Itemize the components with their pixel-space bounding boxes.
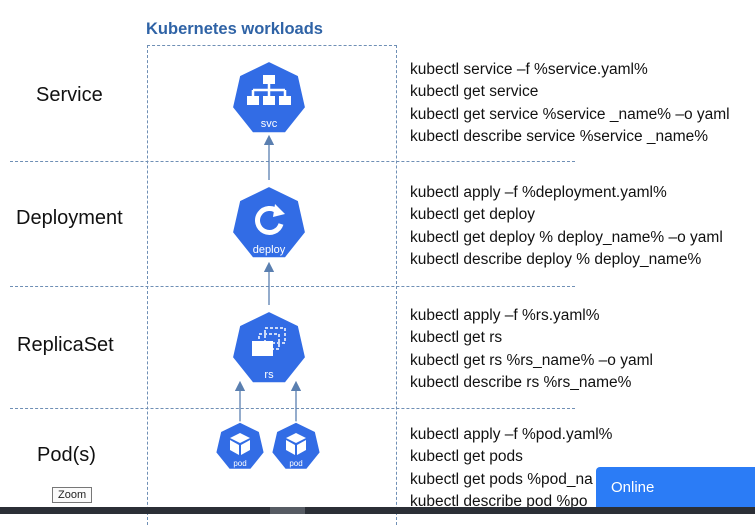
svg-text:deploy: deploy — [253, 244, 286, 256]
scrollbar-thumb[interactable] — [270, 507, 305, 514]
svg-text:svc: svc — [261, 118, 278, 130]
command-line: kubectl get pods — [410, 448, 523, 466]
command-line: kubectl get rs — [410, 329, 503, 347]
row-divider — [10, 408, 575, 409]
command-line: kubectl describe rs %rs_name% — [410, 373, 632, 391]
deploy-icon: deploy — [230, 184, 308, 260]
replicaset-commands: kubectl apply –f %rs.yaml% kubectl get r… — [410, 305, 653, 394]
command-line: kubectl describe deploy % deploy_name% — [410, 250, 702, 268]
command-line: kubectl get deploy — [410, 206, 535, 224]
command-line: kubectl apply –f %rs.yaml% — [410, 307, 600, 324]
command-line: kubectl describe service %service _name% — [410, 127, 709, 145]
horizontal-scrollbar[interactable] — [0, 507, 755, 514]
deployment-commands: kubectl apply –f %deployment.yaml% kubec… — [410, 182, 723, 271]
pod-icon: pod — [214, 421, 266, 471]
command-line: kubectl describe pod %po — [410, 492, 588, 510]
svg-text:pod: pod — [289, 459, 302, 468]
zoom-button[interactable]: Zoom — [52, 487, 93, 503]
row-label-replicaset: ReplicaSet — [17, 334, 114, 356]
row-label-service: Service — [36, 84, 103, 106]
command-line: kubectl get service %service _name% –o y… — [410, 105, 730, 123]
online-chat-button[interactable]: Online — [596, 467, 755, 514]
command-line: kubectl apply –f %deployment.yaml% — [410, 184, 667, 201]
command-line: kubectl apply –f %pod.yaml% — [410, 426, 613, 443]
pod-commands: kubectl apply –f %pod.yaml% kubectl get … — [410, 424, 612, 513]
replicaset-icon: rs — [230, 309, 308, 385]
row-label-pods: Pod(s) — [37, 444, 96, 466]
row-divider — [10, 286, 575, 287]
command-line: kubectl get service — [410, 83, 539, 101]
row-divider — [10, 161, 575, 162]
service-commands: kubectl service –f %service.yaml% kubect… — [410, 59, 730, 148]
pod-icon: pod — [270, 421, 322, 471]
command-line: kubectl get rs %rs_name% –o yaml — [410, 351, 653, 369]
svg-text:rs: rs — [264, 369, 274, 381]
workload-diagram: svc deploy rs pod pod — [214, 59, 322, 471]
diagram-title: Kubernetes workloads — [146, 20, 323, 38]
command-line: kubectl get pods %pod_na — [410, 470, 593, 488]
service-icon: svc — [230, 59, 308, 135]
workloads-frame — [147, 45, 397, 525]
command-line: kubectl service –f %service.yaml% — [410, 61, 648, 78]
command-line: kubectl get deploy % deploy_name% –o yam… — [410, 228, 723, 246]
svg-text:pod: pod — [233, 459, 246, 468]
row-label-deployment: Deployment — [16, 207, 123, 229]
